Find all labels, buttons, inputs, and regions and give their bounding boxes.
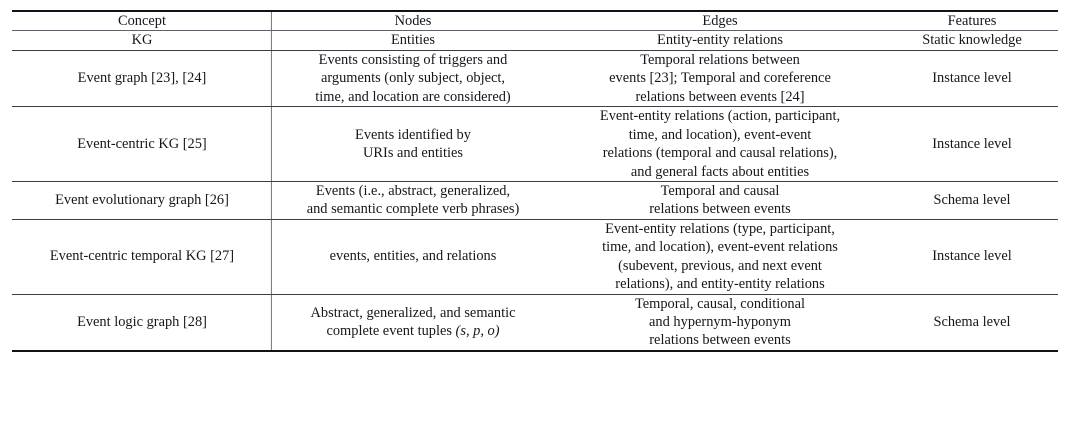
table-row: Event-centric KG [25] Events identified …: [12, 106, 1058, 182]
cell-nodes: events, entities, and relations: [272, 218, 554, 295]
cell-concept: Event-centric temporal KG [27]: [12, 218, 272, 295]
cell-concept: Event graph [23], [24]: [12, 49, 272, 107]
cell-features: Instance level: [886, 218, 1058, 295]
table-row: KG Entities Entity-entity relations Stat…: [12, 30, 1058, 51]
cell-concept: Event-centric KG [25]: [12, 106, 272, 182]
table-row: Event graph [23], [24] Events consisting…: [12, 49, 1058, 107]
cell-nodes: Entities: [272, 30, 554, 51]
cell-edges: Temporal, causal, conditional and hypern…: [554, 293, 886, 352]
cell-features: Instance level: [886, 106, 1058, 182]
cell-features: Instance level: [886, 49, 1058, 107]
column-header-concept: Concept: [12, 10, 272, 31]
table-header: Concept Nodes Edges Features: [12, 10, 1058, 31]
cell-nodes: Events identified by URIs and entities: [272, 106, 554, 182]
cell-nodes-tuple: (s, p, o): [455, 323, 500, 340]
cell-nodes-text: Abstract, generalized, and semantic comp…: [310, 304, 516, 340]
cell-nodes: Abstract, generalized, and semantic comp…: [272, 293, 554, 352]
cell-edges: Event-entity relations (type, participan…: [554, 218, 886, 295]
table-row: Event logic graph [28] Abstract, general…: [12, 293, 1058, 352]
cell-features: Static knowledge: [886, 30, 1058, 51]
table-row: Event-centric temporal KG [27] events, e…: [12, 218, 1058, 295]
cell-concept: Event logic graph [28]: [12, 293, 272, 352]
column-header-features: Features: [886, 10, 1058, 31]
header-row: Concept Nodes Edges Features: [12, 10, 1058, 31]
column-header-nodes: Nodes: [272, 10, 554, 31]
cell-edges: Entity-entity relations: [554, 30, 886, 51]
cell-features: Schema level: [886, 180, 1058, 220]
cell-edges: Temporal and causal relations between ev…: [554, 180, 886, 220]
table-row: Event evolutionary graph [26] Events (i.…: [12, 180, 1058, 220]
cell-concept: Event evolutionary graph [26]: [12, 180, 272, 220]
table-body: KG Entities Entity-entity relations Stat…: [12, 30, 1058, 352]
cell-features: Schema level: [886, 293, 1058, 352]
comparison-table: Concept Nodes Edges Features KG Entities…: [12, 10, 1058, 352]
cell-edges: Temporal relations between events [23]; …: [554, 49, 886, 107]
column-header-edges: Edges: [554, 10, 886, 31]
cell-nodes: Events consisting of triggers and argume…: [272, 49, 554, 107]
cell-edges: Event-entity relations (action, particip…: [554, 106, 886, 182]
cell-nodes: Events (i.e., abstract, generalized, and…: [272, 180, 554, 220]
cell-concept: KG: [12, 30, 272, 51]
